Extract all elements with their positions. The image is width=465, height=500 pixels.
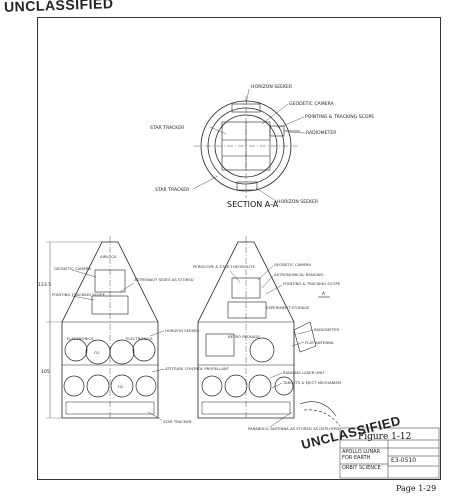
label-geodetic-camera-top: GEODETIC CAMERA [289,101,335,107]
label-star-tracker-top: STAR TRACKER [150,125,185,131]
figure-label: Figure 1-12 [358,432,412,442]
title-block-line2: FOR EARTH [342,455,371,461]
label-section-mark: A [322,291,326,297]
label-star-tracker-left: STAR TRACKER [163,419,192,424]
title-block [339,427,440,479]
right-side-view [197,236,341,428]
title-block-line1: APOLLO LUNAR [342,449,381,455]
label-pointing-scope-right: POINTING & TRACKING SCOPE [283,281,341,286]
label-retro-package: RETRO PACKAGE [228,334,260,339]
label-targets: TARGETS & EJECT MECHANISM [282,380,341,385]
label-o2: O2 [94,350,100,355]
section-view-labels: HORIZON SEEKER STAR TRACKER GEODETIC CAM… [150,84,374,205]
drawing-frame [37,17,441,480]
label-electronics-right: ELECTRONICS [126,336,153,341]
section-title: SECTION A-A [227,200,279,209]
label-electronics-left: ELECTRONICS [67,336,94,341]
section-view [192,88,306,202]
label-experiment-storage: EXPERIMENT STORAGE [266,305,310,310]
page-number: Page 1-29 [396,484,437,493]
dim-lower: 105 [41,369,50,375]
left-side-view-labels: 133.5 105 GEODETIC CAMERA POINTING TRACK… [38,254,230,424]
label-parabolic-antenna: PARABOLIC ANTENNA AS STORED AS DEPLOYED [248,426,339,431]
title-block-line3: ORBIT SCIENCE [342,465,381,471]
label-horizon-seeker-left: HORIZON SEEKER [165,328,199,333]
label-pointing-scope-top: POINTING & TRACKING SCOPE [305,114,374,120]
label-geodetic-camera-left: GEODETIC CAMERA [54,266,91,271]
label-radiometer-right: RADIOMETER [314,327,340,332]
label-airlock: AIRLOCK [100,254,117,259]
label-horizon-seeker-top: HORIZON SEEKER [251,84,293,90]
label-astronomical-ranging: ASTRONOMICAL RANGING [274,272,324,277]
right-side-view-labels: PERISCOPE & STAR THEODOLITE GEODETIC CAM… [193,262,341,431]
label-star-tracker-bottom: STAR TRACKER [155,187,190,193]
title-block-number: E3-0510 [391,457,417,464]
label-pointing-scope-left: POINTING TRACKING SCOPE [52,292,106,297]
label-astronaut-seats: ASTRONAUT SEATS AS STORED [134,277,194,282]
label-geodetic-camera-right: GEODETIC CAMERA [274,262,311,267]
label-h2: H2 [118,384,124,389]
left-side-view [46,236,165,421]
label-radiometer-top: RADIOMETER [306,130,337,136]
label-periscope: PERISCOPE & STAR THEODOLITE [193,264,255,269]
label-ranging-laser: RANGING LASER UNIT [283,370,325,375]
label-flat-antenna: FLAT ANTENNA [305,340,334,345]
label-horizon-seeker-bottom: HORIZON SEEKER [277,199,319,205]
dim-upper: 133.5 [38,282,51,288]
label-attitude-control: ATTITUDE CONTROL PROPELLANT [165,366,230,371]
